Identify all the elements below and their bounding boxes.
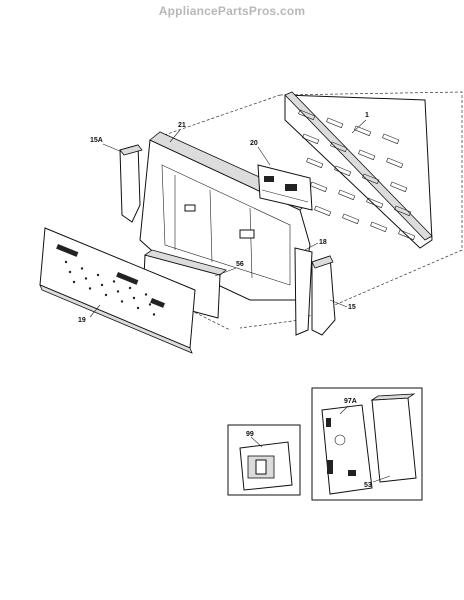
keypad-key — [72, 280, 76, 284]
part-1-back-panel[interactable] — [284, 91, 433, 249]
callout-21: 21 — [178, 122, 186, 129]
vent-slot — [354, 125, 372, 137]
callout-99: 99 — [246, 431, 254, 438]
vent-slot — [330, 141, 348, 153]
inset-box-97a — [311, 387, 423, 501]
callout-19: 19 — [78, 317, 86, 324]
keypad-key — [96, 273, 100, 277]
keypad-key — [88, 287, 92, 290]
keypad-key — [104, 293, 108, 297]
part-53-board-cover[interactable] — [370, 393, 417, 483]
keypad-key — [84, 277, 88, 280]
part-99-transformer[interactable] — [239, 441, 293, 491]
keypad-key — [128, 286, 132, 290]
vent-slot — [334, 165, 352, 177]
vent-slot — [302, 133, 320, 145]
vent-slot — [342, 213, 360, 225]
callout-15: 15 — [348, 304, 356, 311]
vent-slot — [358, 149, 376, 161]
callout-20: 20 — [250, 140, 258, 147]
keypad-key — [144, 293, 148, 296]
part-97a-relay-board[interactable] — [321, 404, 373, 495]
part-15a-left-end-cap[interactable] — [119, 144, 143, 223]
callout-53: 53 — [364, 482, 372, 489]
vent-slot — [394, 205, 412, 217]
part-19-front-control-panel[interactable] — [39, 227, 196, 354]
vent-slot — [366, 197, 384, 209]
vent-slot — [362, 173, 380, 185]
callout-97a: 97A — [344, 398, 357, 405]
vent-slot — [306, 157, 324, 169]
part-20-control-board[interactable] — [257, 164, 313, 211]
callout-18: 18 — [319, 239, 327, 246]
callout-56: 56 — [236, 261, 244, 268]
keypad-key — [132, 296, 136, 300]
site-watermark: AppliancePartsPros.com — [158, 4, 306, 18]
part-15-right-end-cap[interactable] — [311, 255, 336, 336]
keypad-key — [68, 270, 72, 274]
callout-1: 1 — [365, 112, 369, 119]
keypad-key — [64, 260, 68, 264]
keypad-key — [136, 306, 140, 310]
keypad-key — [148, 303, 152, 306]
keypad-key — [100, 283, 104, 287]
vent-slot — [314, 205, 332, 217]
vent-slot — [398, 229, 416, 241]
vent-slot — [382, 133, 400, 145]
keypad-key — [80, 267, 84, 270]
vent-slot — [298, 109, 316, 121]
keypad-key — [152, 313, 156, 316]
part-18-side-bracket[interactable] — [294, 247, 313, 336]
callout-labels: 1 15A 21 20 18 56 15 19 97A 99 53 — [78, 112, 372, 489]
keypad-key — [116, 290, 120, 293]
vent-slot — [390, 181, 408, 193]
inset-box-99 — [227, 424, 301, 496]
leader-lines — [89, 119, 391, 483]
callout-15a: 15A — [90, 137, 103, 144]
keypad-key — [112, 280, 116, 283]
vent-slot — [386, 157, 404, 169]
keypad-key — [120, 300, 124, 303]
assembly-guide-lines — [149, 91, 463, 331]
vent-slot — [326, 117, 344, 129]
vent-slot — [370, 221, 388, 233]
vent-slot — [310, 181, 328, 193]
vent-slot — [338, 189, 356, 201]
